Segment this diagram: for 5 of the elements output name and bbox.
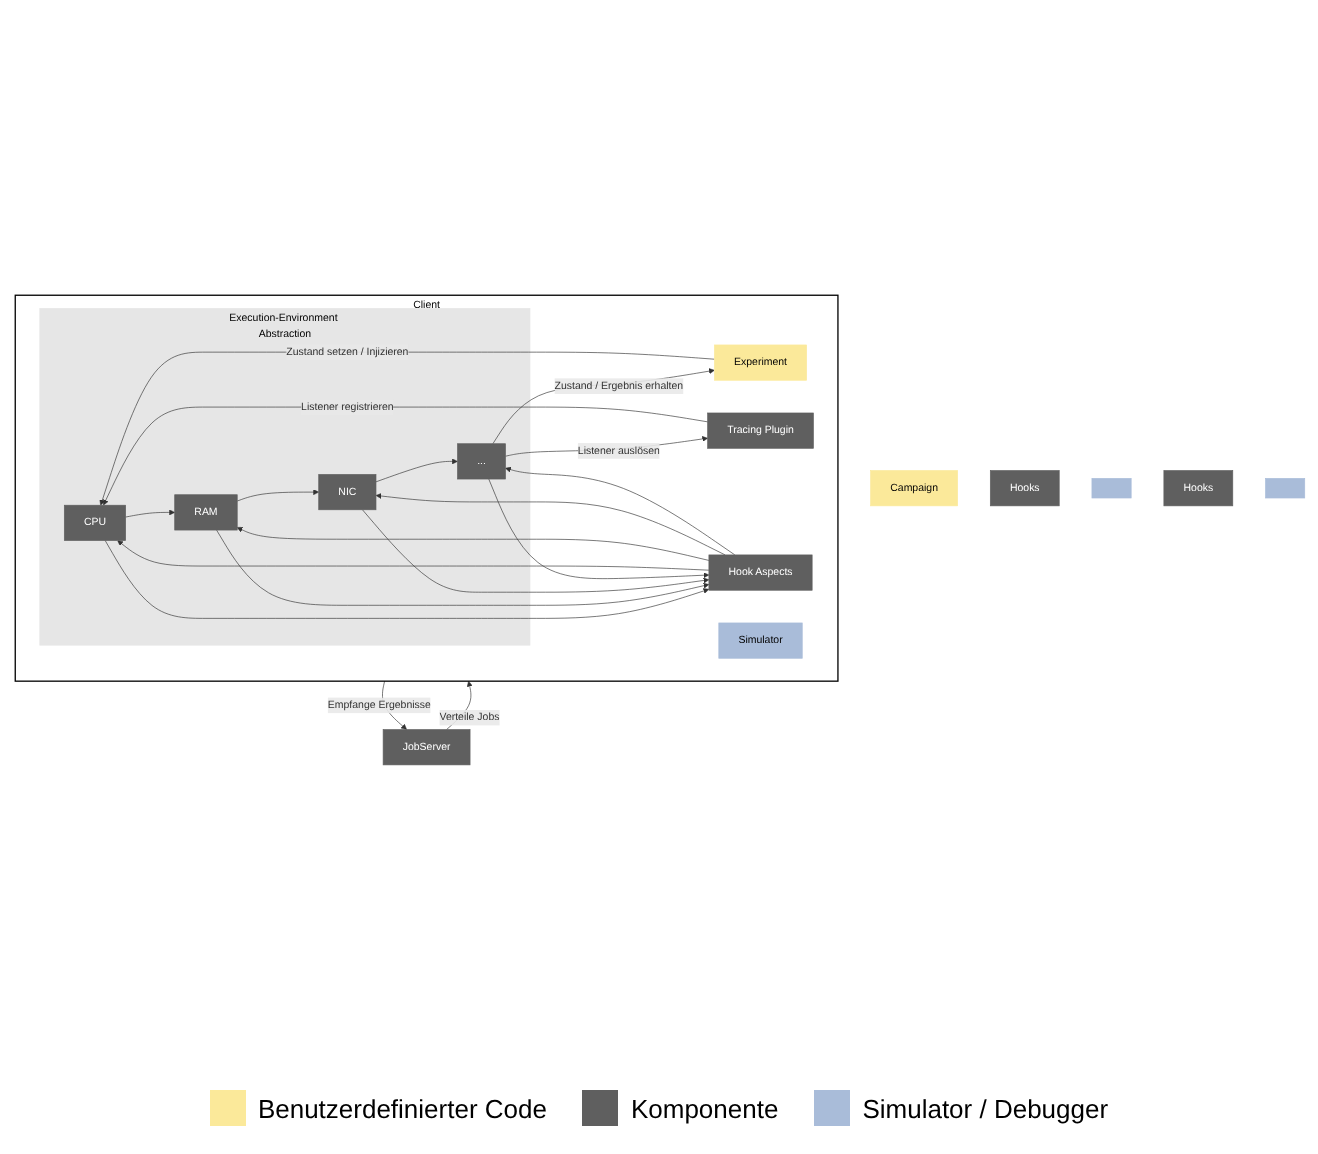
node-box: [1264, 478, 1305, 499]
legend-label: Komponente: [630, 1093, 779, 1123]
node-box: [1090, 478, 1131, 499]
legend-label: Simulator / Debugger: [862, 1093, 1109, 1123]
legend-label: Benutzerdefinierter Code: [257, 1093, 547, 1123]
